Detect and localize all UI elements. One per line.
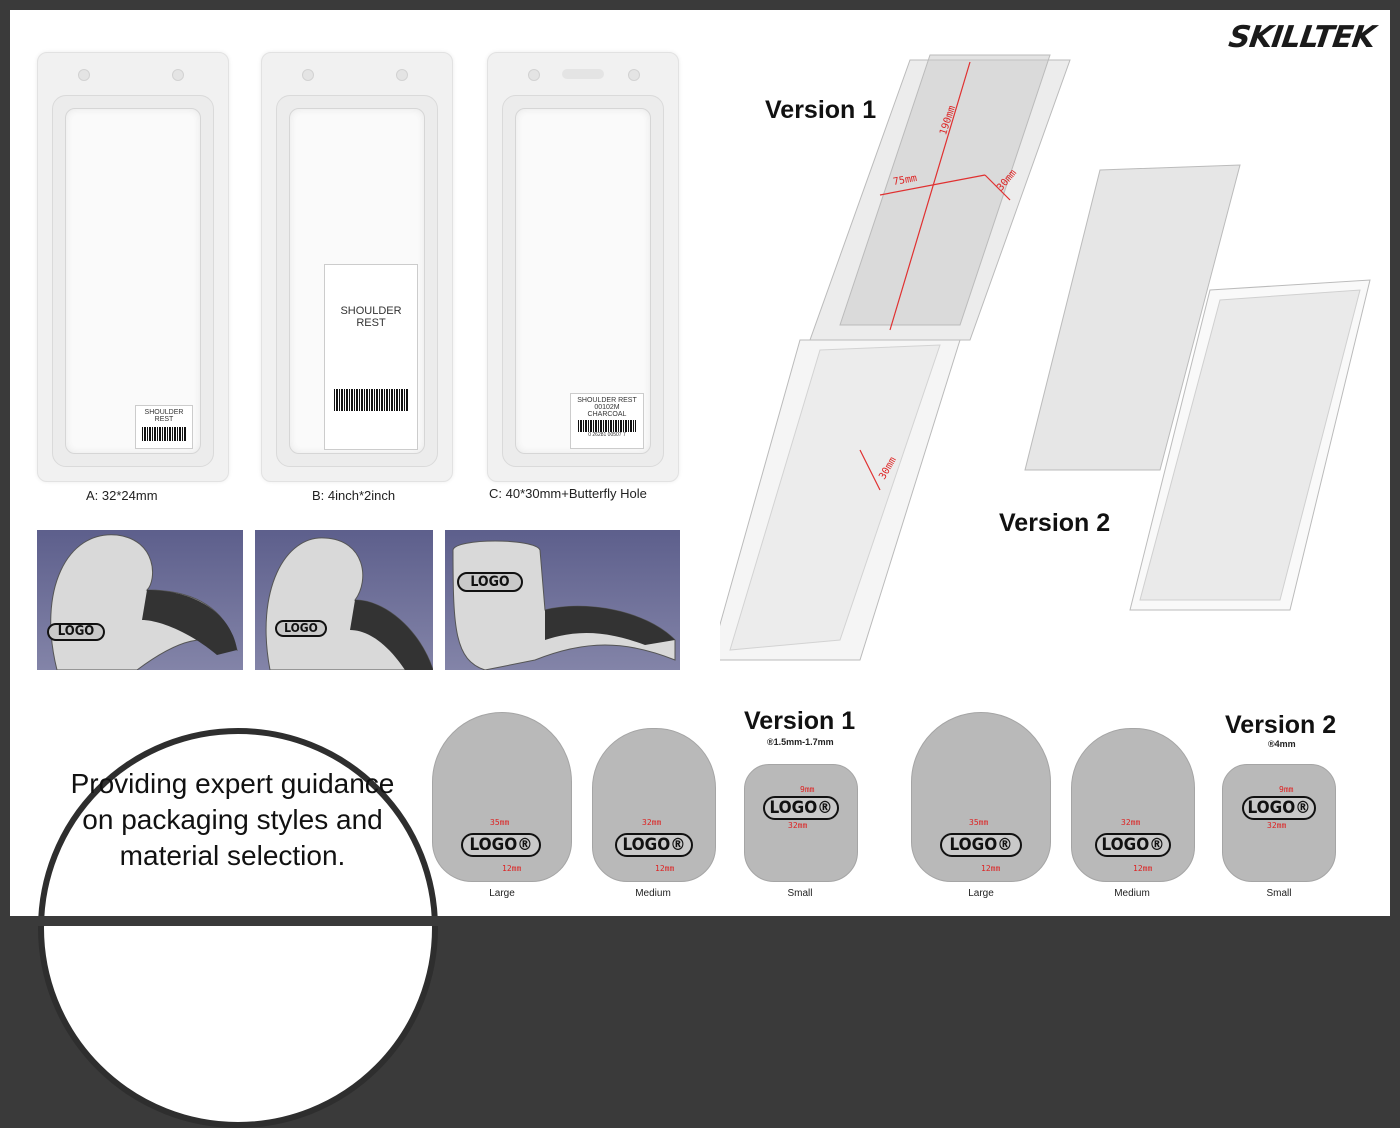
box-version-2-title: Version 2 — [999, 509, 1111, 537]
dim-width: 32mm — [1267, 821, 1287, 830]
dim-offset: 9mm — [800, 785, 815, 794]
render-3: LOGO — [445, 530, 680, 670]
logo-version-2-title: Version 2 — [1225, 711, 1337, 739]
render-2: LOGO — [255, 530, 433, 670]
logo-badge: LOGO® — [940, 833, 1022, 857]
dim-offset: 9mm — [1279, 785, 1294, 794]
logo-badge: LOGO® — [1242, 796, 1316, 820]
dim-offset: 12mm — [981, 864, 1001, 873]
dim-width: 32mm — [788, 821, 808, 830]
size-label: Small — [787, 888, 813, 899]
bottom-frame — [0, 916, 1400, 926]
dim-width: 32mm — [1121, 818, 1141, 827]
logo-badge: LOGO — [47, 623, 105, 641]
logo-badge: LOGO — [457, 572, 523, 592]
box-version-1-title: Version 1 — [765, 96, 877, 124]
logo-version-1-title: Version 1 — [744, 707, 856, 735]
pad-medium — [592, 728, 716, 882]
logo-badge: LOGO® — [615, 833, 693, 857]
dim-offset: 12mm — [502, 864, 522, 873]
tagline: Providing expert guidance on packaging s… — [70, 768, 395, 871]
caption-a: A: 32*24mm — [86, 488, 158, 503]
boxes-illustration — [720, 54, 1371, 661]
blister-b: SHOULDER REST — [261, 52, 453, 482]
pad-small — [1222, 764, 1336, 882]
logo-badge: LOGO — [275, 620, 327, 637]
size-label: Medium — [635, 888, 671, 899]
logo-version-1-note: ®1.5mm-1.7mm — [767, 737, 834, 747]
logo-version-2-note: ®4mm — [1268, 739, 1296, 749]
dim-width: 35mm — [490, 818, 510, 827]
pad-small — [744, 764, 858, 882]
dim-offset: 12mm — [1133, 864, 1153, 873]
logo-badge: LOGO® — [763, 796, 839, 820]
caption-b: B: 4inch*2inch — [312, 488, 396, 503]
blister-label: SHOULDER REST — [324, 264, 418, 450]
size-label: Small — [1266, 888, 1292, 899]
size-label: Large — [968, 888, 994, 899]
blister-label: SHOULDER REST — [135, 405, 193, 449]
butterfly-hole — [562, 69, 604, 79]
logo-badge: LOGO® — [1095, 833, 1171, 857]
render-1: LOGO — [37, 530, 243, 670]
pad-medium — [1071, 728, 1195, 882]
blister-a: SHOULDER REST — [37, 52, 229, 482]
dim-width: 35mm — [969, 818, 989, 827]
dim-offset: 12mm — [655, 864, 675, 873]
caption-c: C: 40*30mm+Butterfly Hole — [489, 486, 647, 501]
dim-width: 32mm — [642, 818, 662, 827]
logo-badge: LOGO® — [461, 833, 541, 857]
size-label: Medium — [1114, 888, 1150, 899]
size-label: Large — [489, 888, 515, 899]
